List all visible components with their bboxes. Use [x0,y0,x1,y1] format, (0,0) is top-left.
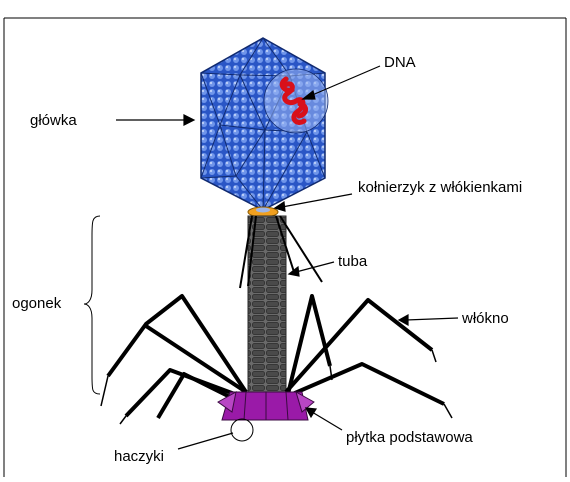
label-wlokno: włókno [461,310,509,327]
label-plytka: płytka podstawowa [346,429,473,446]
base-plate [218,392,314,420]
hook-highlight [231,419,253,441]
tail-brace [84,216,100,394]
label-tuba: tuba [338,253,368,270]
label-dna: DNA [384,54,416,71]
label-kolnierzyk: kołnierzyk z włókienkami [358,179,522,196]
label-ogonek: ogonek [12,295,62,312]
capsid-head [201,38,328,210]
label-haczyki: haczyki [114,448,164,465]
label-glowka: główka [30,112,77,129]
